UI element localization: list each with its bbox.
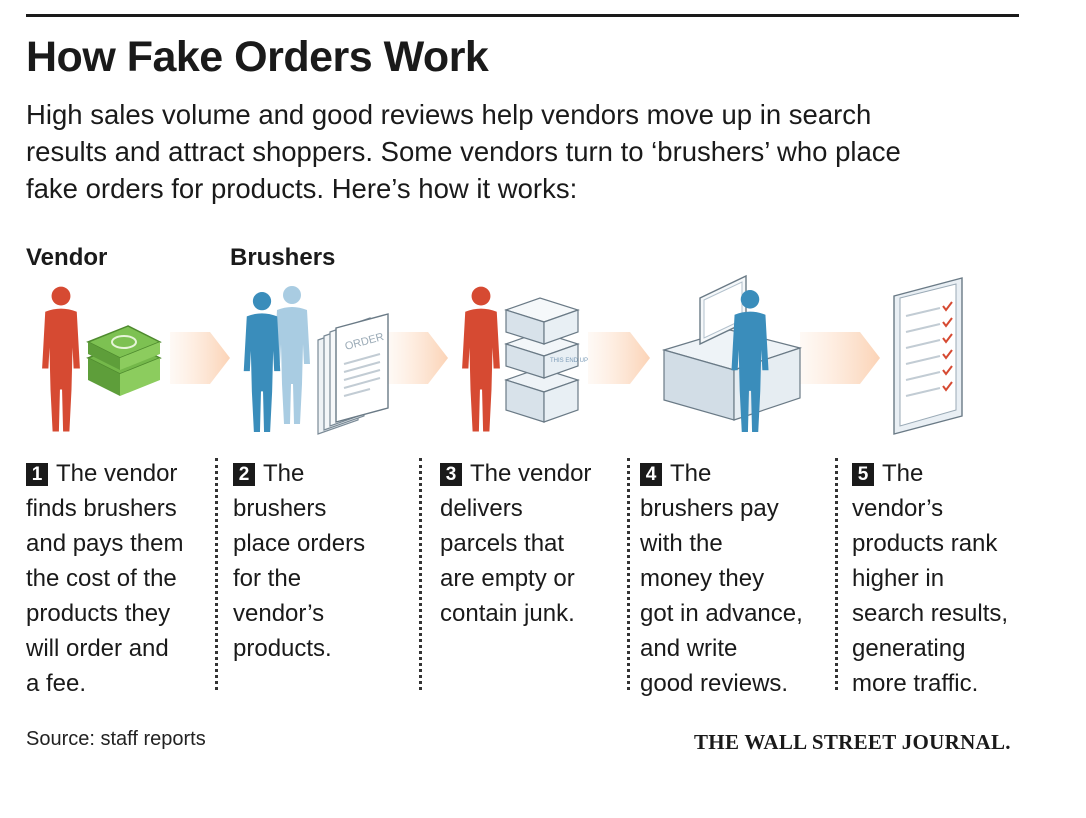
- step-text: The: [670, 460, 712, 487]
- step-text: a fee.: [26, 670, 87, 697]
- page-title: How Fake Orders Work: [26, 33, 489, 81]
- step-4: 4 The brushers pay with the money they go…: [640, 456, 803, 701]
- step-text: the cost of the: [26, 565, 177, 592]
- step-text: products rank: [852, 530, 998, 557]
- top-rule: [26, 14, 1019, 17]
- step-number-badge: 5: [852, 463, 874, 486]
- step-text: search results,: [852, 600, 1009, 627]
- step-text: vendor’s: [852, 495, 944, 522]
- step-text: for the: [233, 565, 302, 592]
- step-divider: [419, 458, 422, 690]
- step-divider: [215, 458, 218, 690]
- step-text: and write: [640, 635, 738, 662]
- step-text: higher in: [852, 565, 945, 592]
- computer-desk-icon: [661, 274, 803, 421]
- step-1: 1 The vendor finds brushers and pays them…: [26, 456, 183, 701]
- step-number-badge: 3: [440, 463, 462, 486]
- publisher-credit: THE WALL STREET JOURNAL.: [694, 730, 1011, 754]
- step-divider: [835, 458, 838, 690]
- step-text: brushers pay: [640, 495, 779, 522]
- vendor-figure: [462, 286, 500, 432]
- step-text: vendor’s: [233, 600, 325, 627]
- step-text: will order and: [26, 635, 169, 662]
- role-label-brushers: Brushers: [230, 244, 336, 271]
- flow-arrow-icon: [170, 332, 880, 384]
- step-3: 3 The vendor delivers parcels that are em…: [440, 456, 591, 631]
- step-text: The: [263, 460, 305, 487]
- source-note: Source: staff reports: [26, 728, 206, 750]
- box-label: THIS END UP: [550, 358, 588, 364]
- step-text: place orders: [233, 530, 366, 557]
- step-text: generating: [852, 635, 966, 662]
- step-2: 2 The brushers place orders for the vendo…: [233, 456, 365, 666]
- step-text: finds brushers: [26, 495, 177, 522]
- review-checklist-icon: [893, 277, 963, 435]
- step-text: delivers: [440, 495, 523, 522]
- intro-line: High sales volume and good reviews help …: [26, 99, 872, 130]
- money-stack-icon: [86, 325, 162, 396]
- step-text: more traffic.: [852, 670, 979, 697]
- step-text: contain junk.: [440, 600, 575, 627]
- intro-line: results and attract shoppers. Some vendo…: [26, 136, 901, 167]
- step-text: The vendor: [470, 460, 592, 487]
- step-text: products.: [233, 635, 332, 662]
- step-text: and pays them: [26, 530, 184, 557]
- step-text: The: [882, 460, 924, 487]
- flow-illustration: ORDER THIS END UP: [42, 274, 963, 435]
- step-text: good reviews.: [640, 670, 789, 697]
- step-number-badge: 4: [640, 463, 662, 486]
- step-5: 5 The vendor’s products rank higher in se…: [852, 456, 1008, 701]
- step-text: parcels that: [440, 530, 565, 557]
- step-text: with the: [640, 530, 723, 557]
- intro-text: High sales volume and good reviews help …: [26, 96, 1016, 207]
- step-text: are empty or: [440, 565, 575, 592]
- step-divider: [627, 458, 630, 690]
- step-text: money they: [640, 565, 765, 592]
- step-text: got in advance,: [640, 600, 803, 627]
- step-text: brushers: [233, 495, 327, 522]
- vendor-figure: [42, 286, 80, 432]
- step-number-badge: 1: [26, 463, 48, 486]
- intro-line: fake orders for products. Here’s how it …: [26, 173, 578, 204]
- parcel-boxes-icon: THIS END UP: [504, 297, 588, 423]
- step-text: products they: [26, 600, 171, 627]
- step-number-badge: 2: [233, 463, 255, 486]
- brusher-figures: [243, 286, 310, 432]
- step-text: The vendor: [56, 460, 178, 487]
- role-label-vendor: Vendor: [26, 244, 108, 271]
- order-sheets-icon: ORDER: [317, 313, 389, 435]
